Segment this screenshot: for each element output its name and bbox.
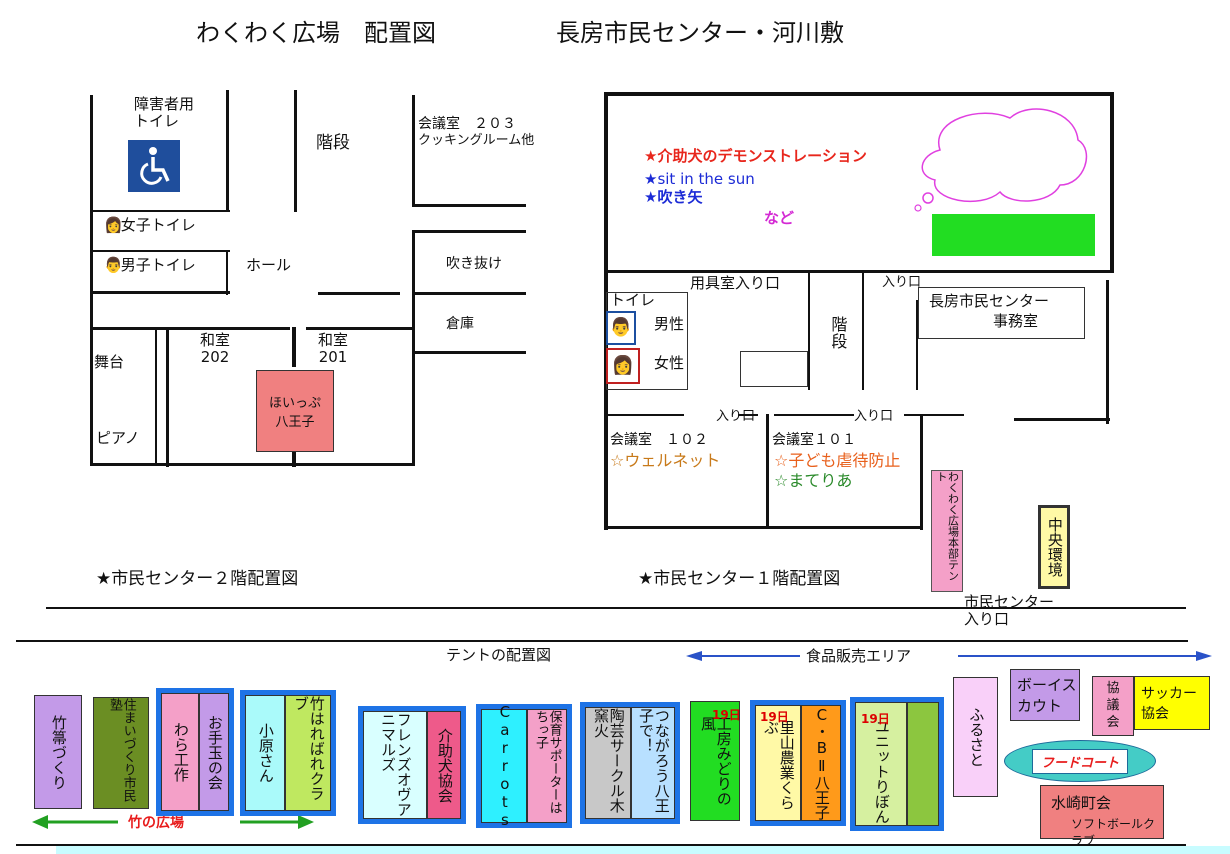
center-entrance: 市民センター 入り口 bbox=[964, 593, 1055, 629]
bottom-band bbox=[56, 846, 1230, 854]
stairs-label-2f: 階段 bbox=[316, 133, 350, 153]
tent-kaijoken: 介助犬協会 bbox=[427, 711, 461, 819]
toilet-label-1f: トイレ bbox=[610, 291, 656, 309]
entrance-102: 入り口 bbox=[716, 409, 756, 424]
tent-group-outline bbox=[240, 690, 336, 816]
floor1-caption: ★市民センター１階配置図 bbox=[638, 569, 841, 589]
accessible-toilet-label: 障害者用 トイレ bbox=[134, 95, 195, 131]
tent-group-outline bbox=[156, 688, 234, 816]
male-label: 男性 bbox=[654, 315, 685, 333]
tent-group-outline bbox=[850, 697, 944, 831]
female-icon: 👩 bbox=[606, 348, 640, 384]
takenohiroba-label: 竹の広場 bbox=[128, 815, 184, 831]
hoippu-booth: ほいっぷ 八王子 bbox=[256, 370, 334, 452]
page-subtitle: 長房市民センター・河川敷 bbox=[556, 19, 844, 47]
tent-group-outline bbox=[750, 700, 846, 826]
office-room: 長房市民センター 事務室 bbox=[918, 287, 1085, 339]
tent-cb2: C・BⅡ八王子 bbox=[801, 705, 841, 821]
tent-take: 竹箒づくり bbox=[34, 695, 82, 809]
room-101-group-2: ☆まてりあ bbox=[774, 471, 853, 490]
tent-tougei: 陶芸サークル木窯火 bbox=[585, 707, 631, 819]
tent-soccer: サッカー 協会 bbox=[1134, 676, 1210, 730]
piano-label: ピアノ bbox=[96, 429, 140, 447]
entrance-101: 入り口 bbox=[854, 409, 894, 424]
mens-toilet-2f: 👨 男子トイレ bbox=[104, 256, 196, 274]
tent-satoyama: 里山農業くらぶ bbox=[755, 705, 801, 821]
tent-group-outline bbox=[476, 704, 572, 828]
tent-otedama: お手玉の会 bbox=[199, 693, 229, 811]
room-102: 会議室 １０２ bbox=[610, 432, 708, 448]
equipment-room-entrance: 用具室入り口 bbox=[690, 274, 781, 292]
tent-kobo-day: 19日 bbox=[712, 708, 741, 722]
divider-1 bbox=[46, 607, 1186, 609]
male-icon: 👨 bbox=[606, 311, 636, 345]
tent-unit: ユニットりぼん bbox=[855, 702, 907, 826]
room-101-group-1: ☆子ども虐待防止 bbox=[774, 451, 901, 470]
stairs-label-1f: 階段 bbox=[828, 316, 848, 350]
food-area-label: 食品販売エリア bbox=[806, 647, 912, 665]
event-dog-demo: ★介助犬のデモンストレーション bbox=[644, 147, 867, 165]
divider-2 bbox=[16, 640, 1188, 642]
headquarters-tent: わくわく広場本部テント bbox=[931, 470, 963, 592]
event-fukiya: ★吹き矢 bbox=[644, 188, 703, 206]
tent-group-outline bbox=[580, 702, 680, 824]
room-201: 和室 201 bbox=[318, 331, 349, 367]
room-102-group: ☆ウェルネット bbox=[610, 451, 721, 470]
tent-kobo: 工房みどりの風 bbox=[690, 701, 740, 821]
tent-hoiku: 保育サポーターはちっ子 bbox=[527, 709, 567, 823]
tent-mizusaki: 水崎町会 ソフトボールクラブ bbox=[1040, 785, 1164, 848]
event-sit-in-the-sun: ★sit in the sun bbox=[644, 170, 755, 188]
tent-kyogikai: 協 議 会 bbox=[1092, 676, 1134, 736]
event-etc: など bbox=[764, 209, 795, 227]
womens-toilet-2f: 👩 女子トイレ bbox=[104, 216, 196, 234]
hall-label: ホール bbox=[246, 256, 292, 274]
page-title: わくわく広場 配置図 bbox=[196, 19, 436, 47]
room-101: 会議室１０１ bbox=[772, 432, 856, 448]
bottom-line bbox=[16, 844, 1186, 846]
wheelchair-icon bbox=[128, 140, 180, 192]
tent-boyscout: ボーイス カウト bbox=[1010, 669, 1080, 721]
atrium-label: 吹き抜け bbox=[446, 256, 502, 272]
meeting-room-203: 会議室 ２０３ クッキングルーム他 bbox=[418, 116, 535, 149]
female-label: 女性 bbox=[654, 354, 685, 372]
tent-heading: テントの配置図 bbox=[446, 646, 552, 664]
room-202: 和室 202 bbox=[200, 331, 231, 367]
tent-takehare: 竹はればれクラブ bbox=[285, 695, 331, 811]
tent-furusato: ふるさと bbox=[953, 677, 998, 797]
floor2-caption: ★市民センター２階配置図 bbox=[96, 569, 299, 589]
storage-label: 倉庫 bbox=[446, 316, 474, 332]
tent-friends: フレンズオヴアニマルズ bbox=[363, 711, 427, 819]
tent-tsunagarou: つながろう八王子で！ bbox=[631, 707, 675, 819]
foodcourt-oval: フードコート bbox=[1004, 740, 1156, 782]
tent-sumai: 住まいづくり市民塾 bbox=[93, 697, 149, 809]
tent-wara: わら工作 bbox=[161, 693, 199, 811]
stage-label: 舞台 bbox=[94, 353, 125, 371]
tent-group-outline bbox=[358, 706, 466, 824]
tent-unit-day: 19日 bbox=[861, 712, 890, 726]
tent-satoyama-day: 19日 bbox=[760, 710, 789, 724]
green-field bbox=[932, 214, 1095, 256]
tent-ohara: 小原さん bbox=[245, 695, 285, 811]
small-box bbox=[740, 351, 808, 387]
tent-unit-extra bbox=[907, 702, 939, 826]
entrance-label: 入り口 bbox=[882, 275, 922, 290]
tent-carrots: Carrots bbox=[481, 703, 527, 829]
central-env-tent: 中央環境 bbox=[1038, 505, 1070, 589]
